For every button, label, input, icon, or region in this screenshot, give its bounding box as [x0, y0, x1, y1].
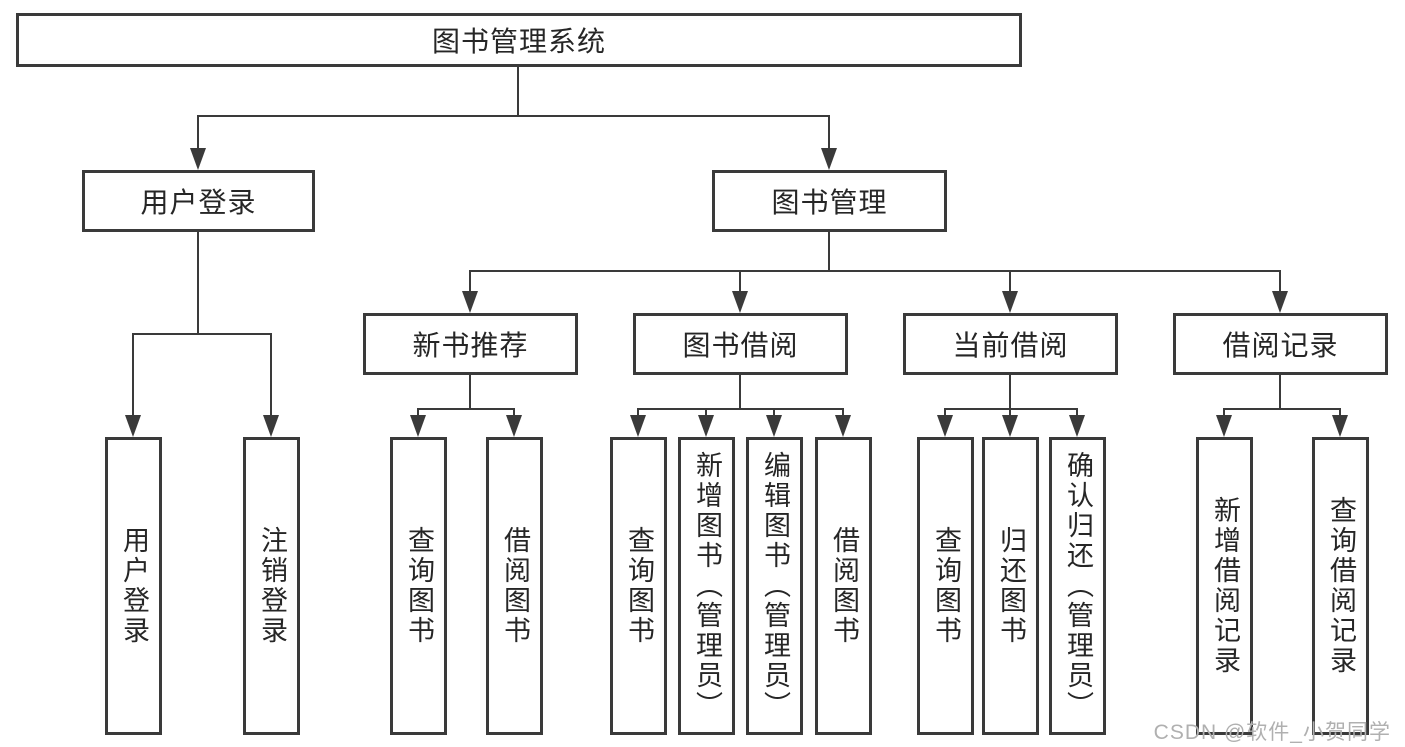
connector-line: [132, 333, 272, 335]
connector-line: [944, 408, 946, 417]
arrow-down-icon: [190, 148, 206, 170]
node-user-login: 用户登录: [82, 170, 315, 232]
leaf-edit-books-admin: 编辑图书（管理员）: [746, 437, 803, 735]
connector-line: [417, 408, 419, 417]
leaf-add-borrow-record: 新增借阅记录: [1196, 437, 1253, 735]
connector-line: [1279, 270, 1281, 293]
leaf-borrow-books: 借阅图书: [815, 437, 872, 735]
leaf-query-books-borrow: 查询图书: [610, 437, 667, 735]
arrow-down-icon: [1332, 415, 1348, 437]
arrow-down-icon: [766, 415, 782, 437]
leaf-confirm-return-admin: 确认归还（管理员）: [1049, 437, 1106, 735]
node-book-borrow: 图书借阅: [633, 313, 848, 375]
arrow-down-icon: [821, 148, 837, 170]
connector-line: [828, 232, 830, 270]
connector-line: [197, 115, 199, 150]
leaf-borrow-books-recommend: 借阅图书: [486, 437, 543, 735]
connector-line: [1339, 408, 1341, 417]
connector-line: [637, 408, 639, 417]
connector-line: [1076, 408, 1078, 417]
node-borrow-records: 借阅记录: [1173, 313, 1388, 375]
connector-line: [132, 333, 134, 417]
connector-line: [739, 270, 741, 293]
connector-line: [469, 270, 1281, 272]
connector-line: [517, 67, 519, 115]
arrow-down-icon: [263, 415, 279, 437]
leaf-add-books-admin: 新增图书（管理员）: [678, 437, 735, 735]
arrow-down-icon: [1069, 415, 1085, 437]
connector-line: [197, 115, 829, 117]
leaf-user-login: 用户登录: [105, 437, 162, 735]
connector-line: [417, 408, 515, 410]
node-user-login-label: 用户登录: [140, 187, 257, 218]
connector-line: [469, 270, 471, 293]
arrow-down-icon: [1002, 291, 1018, 313]
arrow-down-icon: [410, 415, 426, 437]
connector-line: [1009, 375, 1011, 409]
arrow-down-icon: [462, 291, 478, 313]
node-current-borrow: 当前借阅: [903, 313, 1118, 375]
leaf-return-books: 归还图书: [982, 437, 1039, 735]
leaf-logout: 注销登录: [243, 437, 300, 735]
connector-line: [705, 408, 707, 417]
connector-line: [944, 408, 1078, 410]
node-book-management-label: 图书管理: [771, 187, 888, 218]
connector-line: [773, 408, 775, 417]
arrow-down-icon: [1272, 291, 1288, 313]
connector-line: [1009, 408, 1011, 417]
connector-line: [197, 232, 199, 333]
arrow-down-icon: [125, 415, 141, 437]
node-root-label: 图书管理系统: [431, 26, 606, 57]
leaf-query-books-current: 查询图书: [917, 437, 974, 735]
connector-line: [739, 375, 741, 409]
node-book-management: 图书管理: [712, 170, 947, 232]
connector-line: [1009, 270, 1011, 293]
node-new-book-recommend: 新书推荐: [363, 313, 578, 375]
connector-line: [1223, 408, 1225, 417]
node-root: 图书管理系统: [16, 13, 1022, 67]
arrow-down-icon: [937, 415, 953, 437]
csdn-watermark: CSDN @软件_小贺同学: [1153, 721, 1391, 744]
arrow-down-icon: [835, 415, 851, 437]
connector-line: [842, 408, 844, 417]
arrow-down-icon: [506, 415, 522, 437]
connector-line: [828, 115, 830, 150]
arrow-down-icon: [630, 415, 646, 437]
arrow-down-icon: [698, 415, 714, 437]
connector-line: [469, 375, 471, 409]
arrow-down-icon: [732, 291, 748, 313]
connector-line: [1223, 408, 1341, 410]
leaf-query-borrow-record: 查询借阅记录: [1312, 437, 1369, 735]
connector-line: [637, 408, 844, 410]
node-book-borrow-label: 图书借阅: [682, 330, 799, 361]
connector-line: [513, 408, 515, 417]
arrow-down-icon: [1216, 415, 1232, 437]
connector-line: [1279, 375, 1281, 409]
leaf-query-books-recommend: 查询图书: [390, 437, 447, 735]
node-new-book-recommend-label: 新书推荐: [412, 330, 529, 361]
node-borrow-records-label: 借阅记录: [1222, 330, 1339, 361]
connector-line: [270, 333, 272, 417]
node-current-borrow-label: 当前借阅: [952, 330, 1069, 361]
arrow-down-icon: [1002, 415, 1018, 437]
